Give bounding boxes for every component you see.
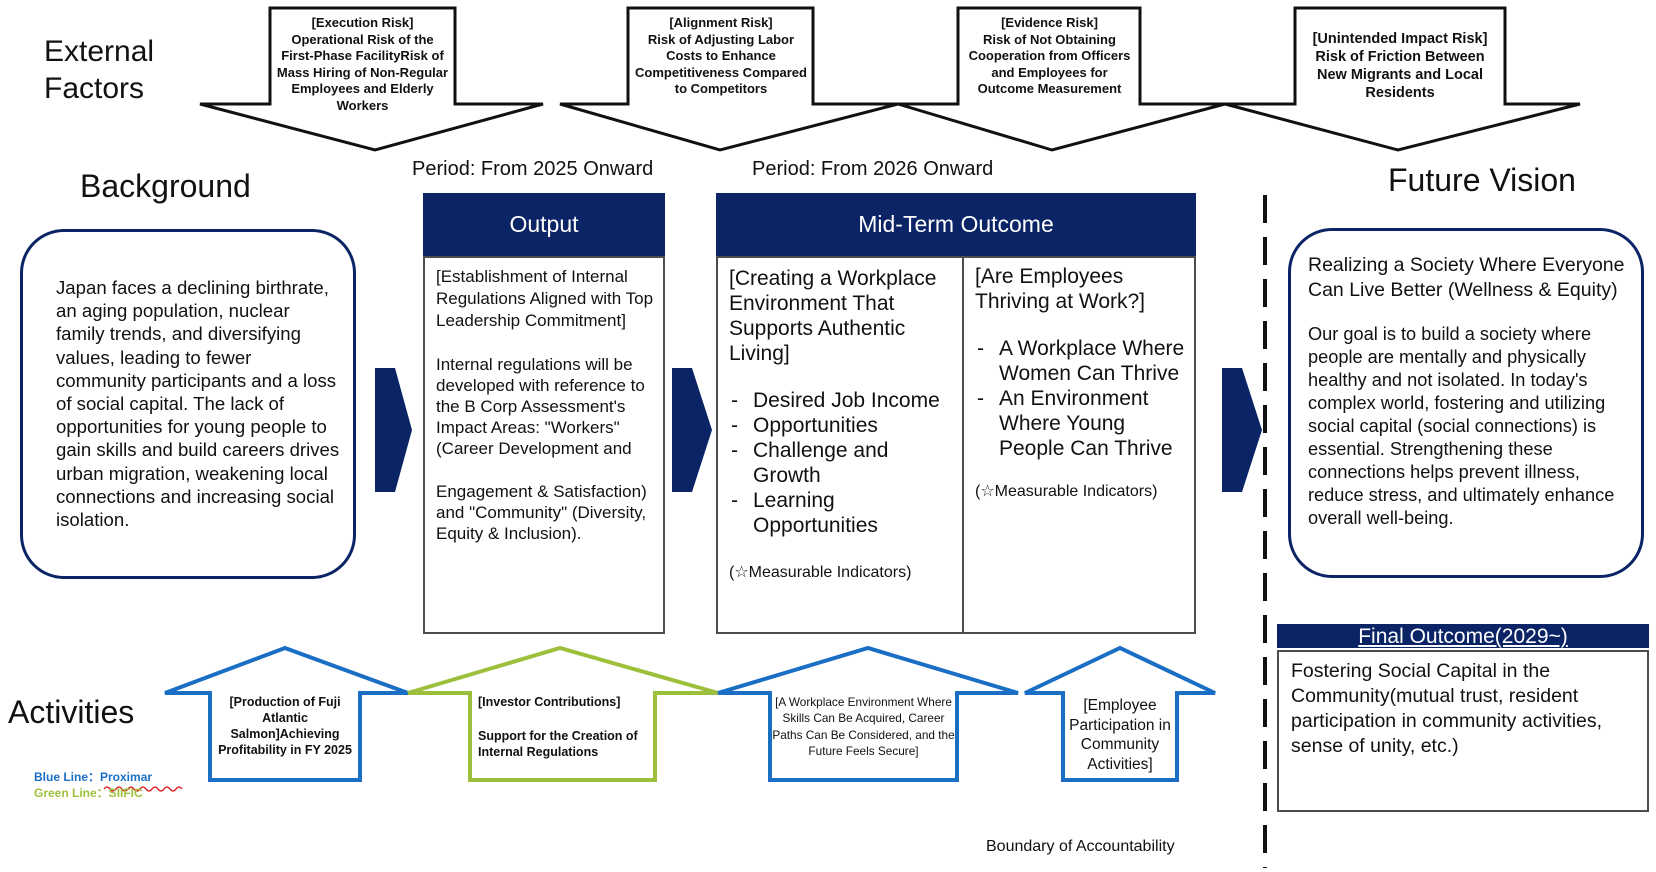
legend-green: Green Line：SIIFIC: [34, 786, 143, 800]
mid-term-left-note: (☆Measurable Indicators): [729, 564, 912, 581]
background-box: Japan faces a declining birthrate, an ag…: [20, 229, 356, 579]
background-label: Background: [80, 168, 251, 204]
future-vision-title: Realizing a Society Where Everyone Can L…: [1308, 254, 1625, 301]
legend-squiggle: [103, 786, 183, 792]
output-box: [Establishment of Internal Regulations A…: [423, 256, 665, 634]
risk-arrow-2: [559, 6, 899, 152]
mid-term-left-list: Desired Job Income Opportunities Challen…: [729, 388, 956, 538]
activity-2: [Investor Contributions] Support for the…: [478, 694, 660, 760]
risk-arrow-4: [1224, 6, 1581, 152]
mid-term-right-column: [Are Employees Thriving at Work?] A Work…: [964, 258, 1194, 632]
mid-term-right-list: A Workplace Where Women Can Thrive An En…: [975, 336, 1188, 461]
list-item: A Workplace Where Women Can Thrive: [975, 336, 1188, 386]
output-period: Period: From 2025 Onward: [412, 158, 654, 180]
final-outcome-text: Fostering Social Capital in the Communit…: [1291, 660, 1603, 757]
mid-term-left-column: [Creating a Workplace Environment That S…: [718, 258, 964, 632]
output-header: Output: [423, 193, 665, 256]
risk-4-title: [Unintended Impact Risk]: [1312, 31, 1488, 47]
risk-3: [Evidence Risk] Risk of Not Obtaining Co…: [962, 15, 1137, 98]
background-text: Japan faces a declining birthrate, an ag…: [56, 277, 340, 531]
activity-arrow-3: [717, 645, 1019, 782]
future-vision-text: Our goal is to build a society where peo…: [1308, 324, 1615, 528]
activity-arrow-2: [407, 645, 719, 782]
activity-1-text: [Production of Fuji Atlantic Salmon]Achi…: [218, 695, 352, 757]
activity-2-body: Support for the Creation of Internal Reg…: [478, 729, 638, 759]
risk-arrow-3: [897, 6, 1226, 152]
activity-4-text: [Employee Participation in Community Act…: [1069, 697, 1171, 773]
activity-2-title: [Investor Contributions]: [478, 695, 621, 709]
output-para2: Engagement & Satisfaction) and "Communit…: [436, 482, 647, 543]
risk-1: [Execution Risk] Operational Risk of the…: [275, 15, 450, 114]
future-vision-box: Realizing a Society Where Everyone Can L…: [1288, 228, 1644, 578]
list-item: Learning Opportunities: [729, 488, 956, 538]
list-item: Challenge and Growth: [729, 438, 956, 488]
risk-4: [Unintended Impact Risk] Risk of Frictio…: [1300, 30, 1500, 102]
activities-label: Activities: [8, 694, 135, 730]
flow-chevron-1: [375, 368, 412, 492]
mid-term-right-title: [Are Employees Thriving at Work?]: [975, 265, 1145, 313]
risk-3-title: [Evidence Risk]: [1001, 15, 1098, 30]
mid-term-left-title: [Creating a Workplace Environment That S…: [729, 267, 937, 365]
flow-chevron-2: [672, 368, 712, 492]
activity-3-text: [A Workplace Environment Where Skills Ca…: [772, 695, 955, 759]
legend-blue: Blue Line：Proximar: [34, 770, 153, 784]
risk-2-body: Risk of Adjusting Labor Costs to Enhance…: [635, 31, 807, 97]
risk-1-title: [Execution Risk]: [311, 15, 414, 30]
final-outcome-box: Fostering Social Capital in the Communit…: [1277, 650, 1649, 812]
risk-4-body: Risk of Friction Between New Migrants an…: [1315, 49, 1485, 101]
boundary-of-accountability-label: Boundary of Accountability: [986, 838, 1175, 855]
list-item: Desired Job Income: [729, 388, 956, 413]
future-vision-label: Future Vision: [1388, 162, 1576, 198]
activity-arrow-1: [164, 645, 409, 782]
mid-term-header: Mid-Term Outcome: [716, 193, 1196, 256]
list-item: Opportunities: [729, 413, 956, 438]
final-outcome-header: Final Outcome(2029~): [1277, 624, 1649, 648]
output-title: [Establishment of Internal Regulations A…: [436, 267, 654, 330]
list-item: An Environment Where Young People Can Th…: [975, 386, 1188, 461]
flow-chevron-3: [1222, 368, 1262, 492]
activity-arrow-4: [1024, 645, 1216, 782]
risk-arrow-1: [199, 6, 544, 152]
output-para1: Internal regulations will be developed w…: [436, 355, 645, 458]
risk-3-body: Risk of Not Obtaining Cooperation from O…: [968, 31, 1131, 97]
risk-2-title: [Alignment Risk]: [669, 15, 773, 30]
risk-2: [Alignment Risk] Risk of Adjusting Labor…: [632, 15, 810, 98]
mid-term-period: Period: From 2026 Onward: [752, 158, 994, 180]
risk-1-body: Operational Risk of the First-Phase Faci…: [276, 31, 449, 113]
mid-term-right-note: (☆Measurable Indicators): [975, 483, 1158, 500]
external-factors-label: External Factors: [44, 35, 155, 105]
mid-term-box: [Creating a Workplace Environment That S…: [716, 256, 1196, 634]
